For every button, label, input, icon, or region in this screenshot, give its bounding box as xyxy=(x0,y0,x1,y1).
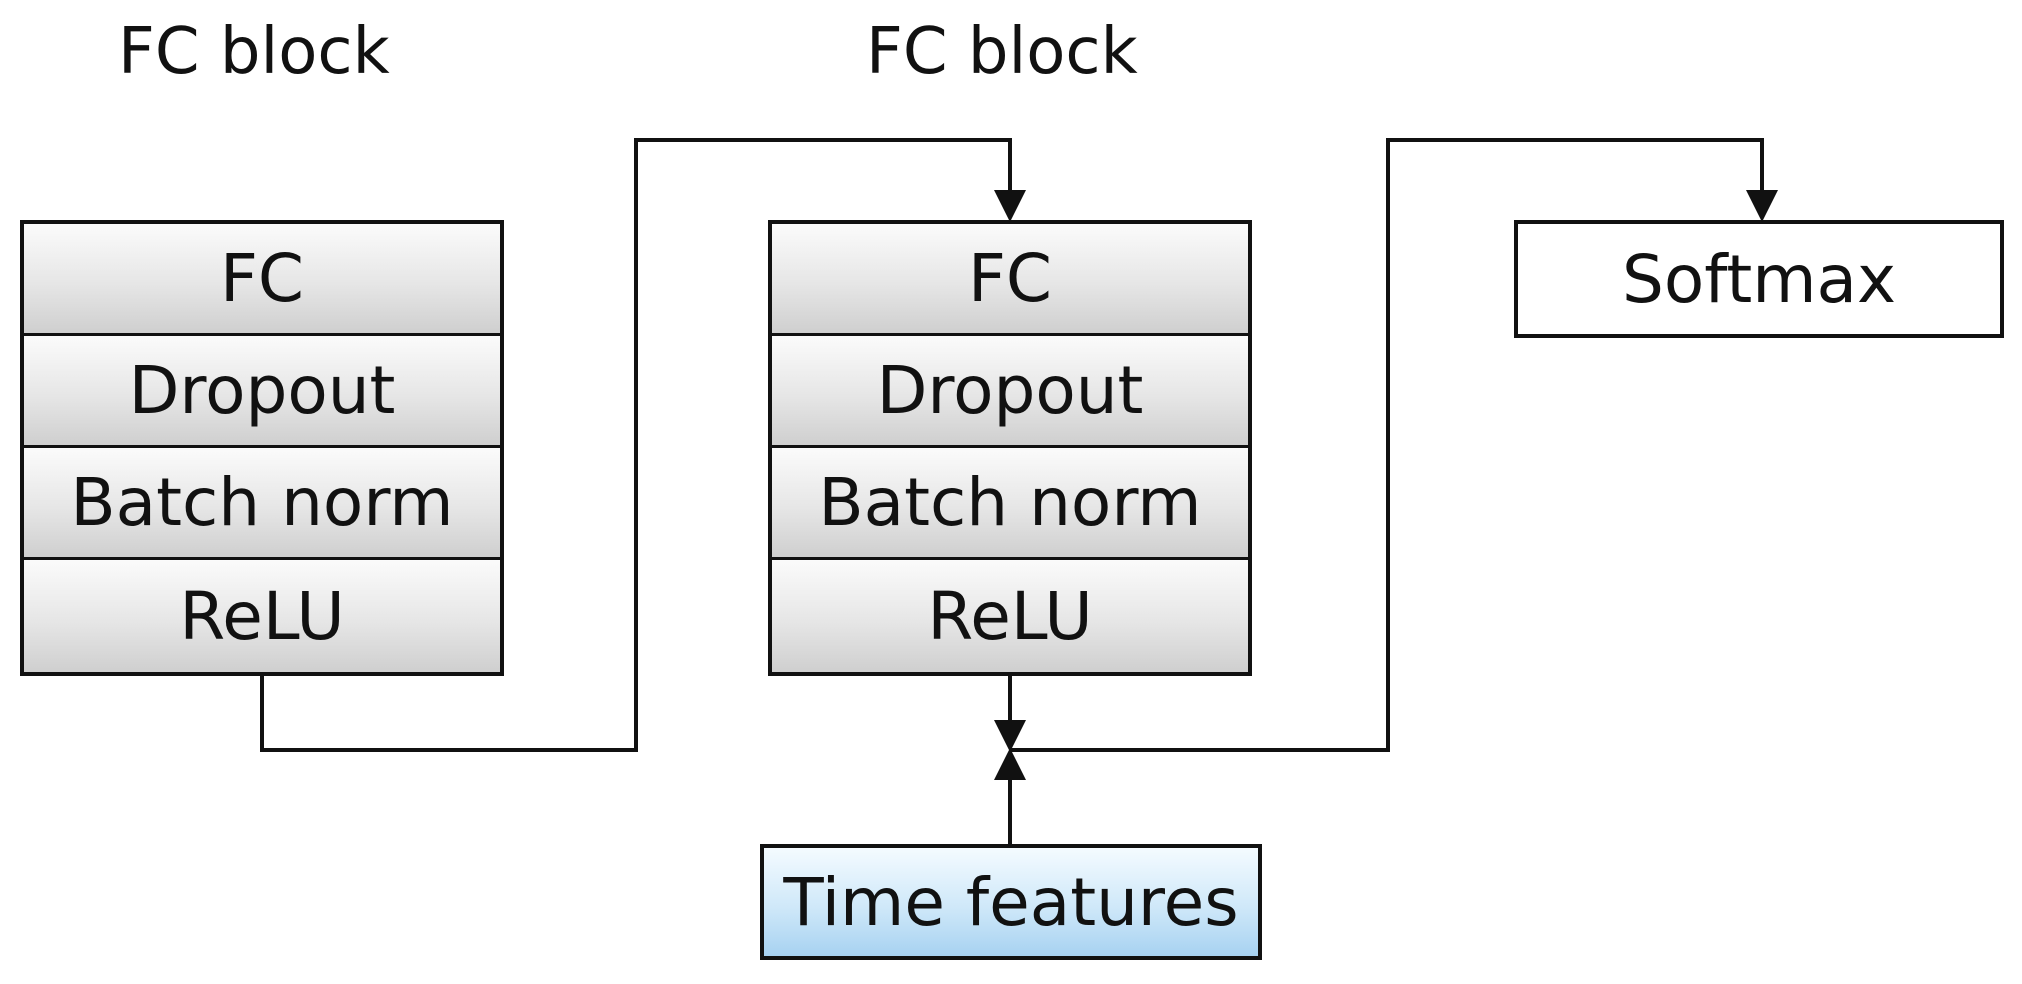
block-1-fc-layer: FC xyxy=(24,224,500,336)
fc-block-2: FC Dropout Batch norm ReLU xyxy=(768,220,1252,676)
block-1-dropout-layer: Dropout xyxy=(24,336,500,448)
block-1-batchnorm-layer: Batch norm xyxy=(24,448,500,560)
wire-block1-to-block2 xyxy=(260,138,1026,752)
fc-block-1: FC Dropout Batch norm ReLU xyxy=(20,220,504,676)
block-2-batchnorm-layer: Batch norm xyxy=(772,448,1248,560)
block-2-dropout-layer: Dropout xyxy=(772,336,1248,448)
block-2-fc-layer: FC xyxy=(772,224,1248,336)
wire-merge-to-softmax xyxy=(1010,138,1778,752)
block-2-relu-layer: ReLU xyxy=(772,560,1248,672)
block-2-title: FC block xyxy=(866,15,1138,89)
block-1-relu-layer: ReLU xyxy=(24,560,500,672)
block-1-title: FC block xyxy=(118,15,390,89)
time-features-box: Time features xyxy=(760,844,1262,960)
softmax-box: Softmax xyxy=(1514,220,2004,338)
